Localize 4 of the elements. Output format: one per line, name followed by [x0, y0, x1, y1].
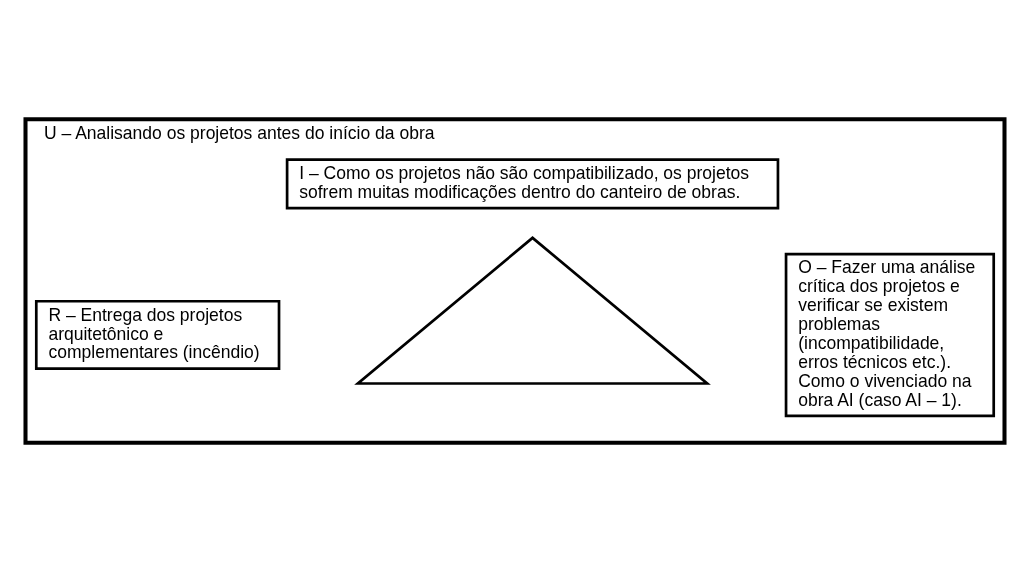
- node-box: I – Como os projetos não são compatibilizado, os projetos sofrem muitas modificações dentro do canteiro de obras.: [285, 157, 780, 210]
- node-triangle: [354, 235, 711, 385]
- node-box: O – Fazer uma análise crítica dos projetos e verificar se existem problemas (incompatibilidade, erros técnicos etc.). Como o vivenciado na obra AI (caso AI – 1).: [784, 252, 996, 417]
- node-box: R – Entrega dos projetos arquitetônico e complementares (incêndio): [34, 299, 281, 370]
